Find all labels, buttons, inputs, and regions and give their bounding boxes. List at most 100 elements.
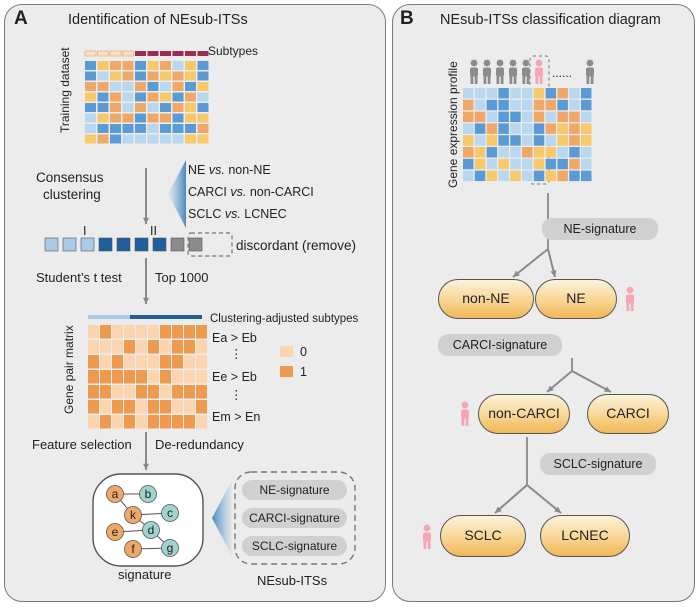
expression-cell xyxy=(557,135,568,146)
gene-pair-cell xyxy=(112,325,123,339)
training-cell xyxy=(135,71,146,81)
gene-pair-cell xyxy=(196,385,207,399)
training-cell xyxy=(110,82,121,91)
training-cell xyxy=(110,61,121,70)
expression-cell xyxy=(557,158,568,170)
network-node-label: e xyxy=(112,525,119,539)
gene-pair-cell xyxy=(148,415,159,429)
gene-pair-cell xyxy=(172,400,183,414)
training-cell xyxy=(197,134,209,144)
comparison-ne: NE vs. non-NE xyxy=(188,163,271,177)
expression-cell xyxy=(545,123,557,134)
sclc-split-right-head xyxy=(554,506,561,513)
highlighted-person-icon-leg xyxy=(539,76,543,84)
training-cell xyxy=(110,92,121,102)
expression-cell xyxy=(569,88,580,99)
cluster-square xyxy=(44,237,59,252)
gene-pair-cell xyxy=(124,370,135,384)
cluster-square xyxy=(62,237,77,252)
sclc-person-icon-leg xyxy=(423,541,427,549)
node-ne: NE xyxy=(535,279,617,319)
expression-cell xyxy=(533,158,545,170)
expression-cell xyxy=(581,88,592,99)
clustering-label: clustering xyxy=(43,187,101,202)
panel-a-letter: A xyxy=(14,8,28,29)
gene-pair-cell xyxy=(160,415,171,429)
expression-cell xyxy=(545,170,557,182)
gene-pair-cell xyxy=(148,355,159,369)
sample-person-icon-leg xyxy=(496,76,500,84)
expression-cell xyxy=(557,123,568,134)
sample-person-icon-leg xyxy=(500,76,504,84)
expression-cell xyxy=(581,158,592,170)
gene-pair-cell xyxy=(136,340,147,354)
expression-cell xyxy=(557,147,568,158)
gene-pair-cell xyxy=(172,415,183,429)
gene-pair-cell xyxy=(88,340,99,354)
training-cell xyxy=(135,113,146,123)
expression-cell xyxy=(522,88,533,99)
expression-cell xyxy=(533,111,545,123)
gene-pair-cell xyxy=(136,400,147,414)
sclc-split-right xyxy=(526,484,562,514)
sample-person-icon-head xyxy=(509,59,517,67)
sample-person-icon-body xyxy=(483,67,491,77)
gene-pair-cell xyxy=(124,400,135,414)
expression-cell xyxy=(545,88,557,99)
panel-a-title: Identification of NEsub-ITSs xyxy=(68,12,248,28)
nesub-dashed-box xyxy=(234,471,356,565)
panel-b-letter: B xyxy=(400,8,414,29)
expression-cell xyxy=(486,147,498,158)
training-cell xyxy=(185,124,196,133)
highlighted-person-icon-leg xyxy=(535,76,539,84)
expression-cell xyxy=(510,147,521,158)
network-node-g xyxy=(161,539,179,557)
expression-cell xyxy=(522,111,533,123)
training-cell xyxy=(160,124,171,133)
carci-split-left-head xyxy=(547,385,554,392)
gene-pair-cell xyxy=(184,325,195,339)
training-dataset-label: Training dataset xyxy=(58,47,72,133)
expression-cell xyxy=(463,170,474,182)
legend-0-label: 0 xyxy=(300,345,307,359)
ne-person-icon-head xyxy=(626,286,634,294)
expression-cell xyxy=(486,170,498,182)
training-cell xyxy=(185,71,196,81)
gene-pair-cell xyxy=(160,370,171,384)
expression-cell xyxy=(498,170,509,182)
node-sclc: SCLC xyxy=(440,515,526,557)
sclc-person-icon-body xyxy=(423,532,431,542)
network-node-label: b xyxy=(145,487,152,501)
training-cell xyxy=(172,113,184,123)
gene-pair-cell xyxy=(196,325,207,339)
gene-pair-cell xyxy=(100,370,111,384)
sample-person-icon-leg xyxy=(522,76,526,84)
training-cell xyxy=(85,82,96,91)
expression-cell xyxy=(581,170,592,182)
training-cell xyxy=(147,134,159,144)
highlighted-person-icon-body xyxy=(535,67,543,77)
expression-cell xyxy=(569,135,580,146)
subtype-cell xyxy=(84,50,97,57)
training-cell xyxy=(160,113,171,123)
gene-pair-cell xyxy=(160,385,171,399)
expression-cell xyxy=(486,88,498,99)
sample-person-icon-leg xyxy=(487,76,491,84)
feature-arrow-head xyxy=(142,463,150,470)
expression-cell xyxy=(498,158,509,170)
ttest-arrow-head xyxy=(142,297,150,304)
cluster-square xyxy=(134,237,149,252)
vdots-2: ⋮ xyxy=(230,388,243,402)
subtype-cell xyxy=(122,50,134,57)
gene-pair-cell xyxy=(148,385,159,399)
sample-person-icon-body xyxy=(470,67,478,77)
expression-cell xyxy=(463,158,474,170)
training-cell xyxy=(135,124,146,133)
sample-person-icon-body xyxy=(509,67,517,77)
sample-person-icon-head xyxy=(496,59,504,67)
sclc-person-icon-leg xyxy=(427,541,431,549)
gene-pair-cell xyxy=(148,340,159,354)
more-samples-dots: ...... xyxy=(552,66,573,80)
sample-person-icon-leg xyxy=(590,76,594,84)
training-cell xyxy=(97,61,109,70)
